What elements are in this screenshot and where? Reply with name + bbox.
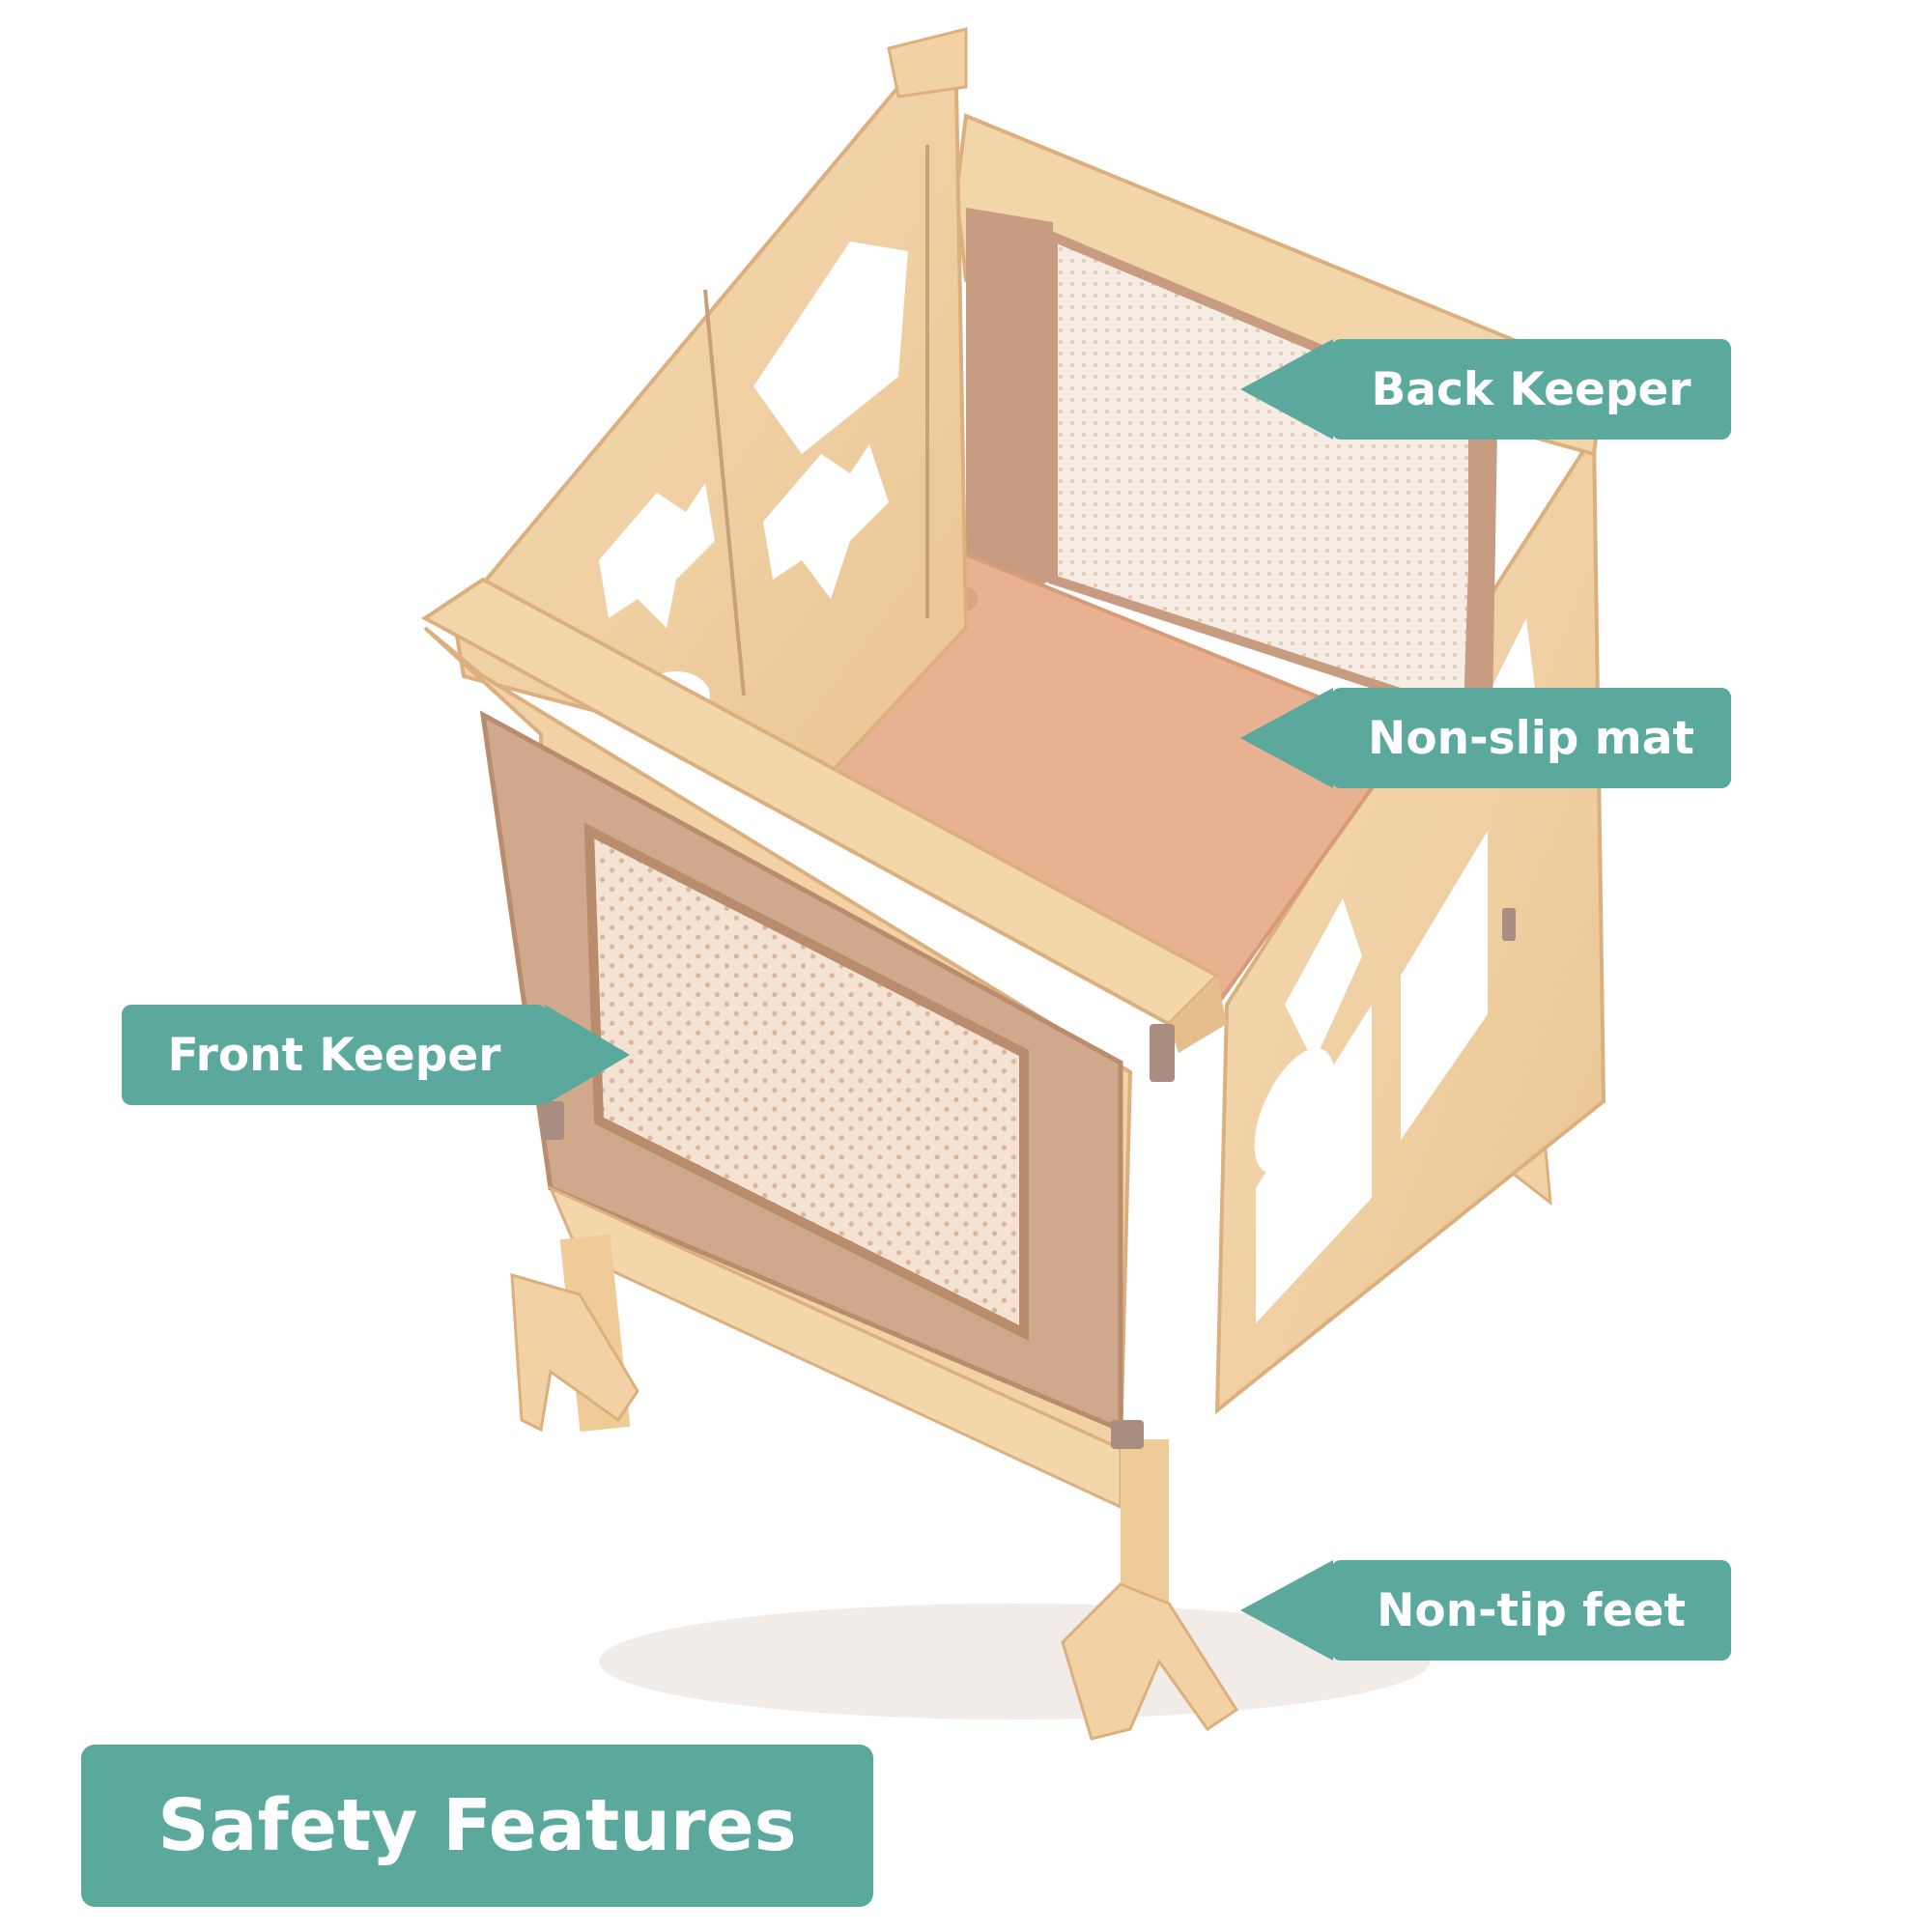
callout-front-keeper: Front Keeper xyxy=(122,1005,630,1105)
callout-non-slip-mat: Non-slip mat xyxy=(1240,688,1731,788)
left-side-panel xyxy=(451,85,969,776)
callout-non-slip-mat-label: Non-slip mat xyxy=(1368,711,1694,765)
front-left-leg xyxy=(510,1234,639,1433)
callout-back-keeper: Back Keeper xyxy=(1240,339,1731,440)
latches xyxy=(541,908,1516,1449)
callout-non-tip-feet-label: Non-tip feet xyxy=(1377,1583,1686,1637)
title-banner: Safety Features xyxy=(81,1745,873,1907)
page-title: Safety Features xyxy=(157,1784,797,1867)
top-rails xyxy=(421,27,1227,1053)
callout-non-tip-feet: Non-tip feet xyxy=(1240,1560,1731,1661)
front-right-leg xyxy=(1061,1439,1239,1741)
front-keeper-panel xyxy=(423,626,1133,1510)
callout-back-keeper-label: Back Keeper xyxy=(1371,362,1691,416)
callout-front-keeper-label: Front Keeper xyxy=(167,1028,501,1082)
